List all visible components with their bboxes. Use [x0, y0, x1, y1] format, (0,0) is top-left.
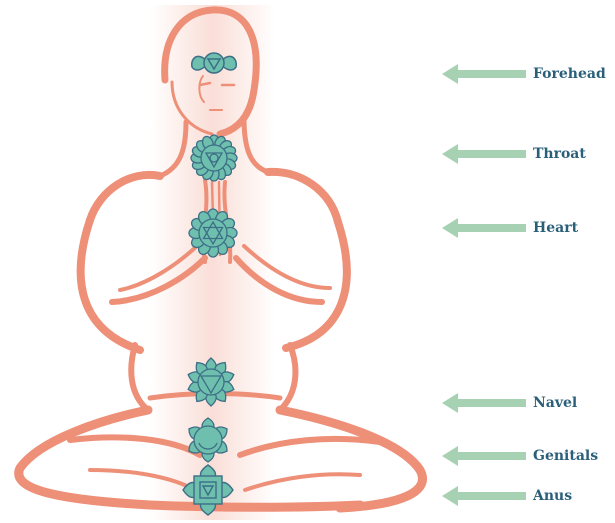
label-anus: Anus — [533, 487, 572, 505]
chakra-forehead-symbol — [192, 53, 237, 73]
arrow-heart-icon — [436, 216, 530, 240]
label-forehead: Forehead — [533, 65, 606, 83]
arrow-throat-icon — [436, 142, 530, 166]
label-throat: Throat — [533, 145, 586, 163]
arrow-genitals-icon — [436, 444, 530, 468]
arrow-forehead-icon — [436, 62, 530, 86]
label-navel: Navel — [533, 394, 577, 412]
two-petal-lotus-icon — [192, 53, 237, 73]
sixteen-petal-lotus-icon — [191, 135, 237, 181]
label-heart: Heart — [533, 219, 578, 237]
arrow-navel-icon — [436, 391, 530, 415]
label-genitals: Genitals — [533, 447, 598, 465]
chakra-throat-symbol — [191, 135, 237, 181]
arrow-anus-icon — [436, 484, 530, 508]
